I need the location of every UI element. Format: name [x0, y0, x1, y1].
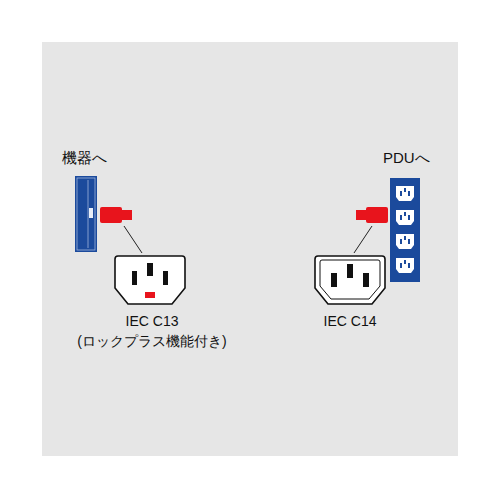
- outlet-slot: [408, 239, 410, 244]
- outlet-slot: [408, 263, 410, 268]
- c13-slot: [163, 271, 168, 285]
- c14-plug: [366, 207, 388, 223]
- c13-plug-neck: [122, 210, 132, 220]
- outlet-slot: [408, 191, 410, 196]
- unit-heading: PDUへ: [383, 149, 430, 167]
- leader-line: [124, 226, 142, 253]
- c14-plug-neck: [356, 210, 366, 220]
- c14-pin: [363, 273, 369, 287]
- c14-inner-outline: [320, 260, 380, 299]
- c13-plug: [100, 207, 122, 223]
- outlet-slot: [404, 260, 406, 264]
- leader-line: [354, 226, 372, 253]
- c13-face: [115, 256, 185, 304]
- device-outline: [77, 178, 95, 250]
- pdu-outlet: [396, 258, 414, 273]
- connector-label: IEC C13: [126, 313, 179, 330]
- connector-label: IEC C14: [324, 313, 377, 330]
- pdu-unit: PDUへ: [390, 178, 420, 282]
- device-unit: 機器へ: [75, 176, 97, 252]
- device-detail: [75, 176, 97, 252]
- outlet-slot: [404, 236, 406, 240]
- c14-pin: [347, 264, 353, 278]
- outlet-slot: [408, 215, 410, 220]
- device-line: [88, 180, 89, 248]
- connector-label: (ロックプラス機能付き): [77, 333, 226, 350]
- lock-plus-mark: [145, 292, 155, 298]
- unit-heading: 機器へ: [62, 149, 107, 167]
- pdu-outlets: [390, 178, 420, 282]
- pdu-outlet: [396, 234, 414, 249]
- outlet-slot: [404, 212, 406, 216]
- outlet-slot: [400, 263, 402, 268]
- background-panel: [42, 42, 458, 456]
- outlet-slot: [400, 191, 402, 196]
- pdu-outlet: [396, 210, 414, 225]
- c14-pin: [331, 273, 337, 287]
- c14-face: [315, 256, 385, 304]
- pdu-outlet: [396, 186, 414, 201]
- outlet-slot: [400, 215, 402, 220]
- c13-slot: [132, 271, 137, 285]
- device-inlet: [89, 208, 93, 218]
- outlet-slot: [400, 239, 402, 244]
- c13-slot: [147, 263, 153, 276]
- outlet-slot: [404, 188, 406, 192]
